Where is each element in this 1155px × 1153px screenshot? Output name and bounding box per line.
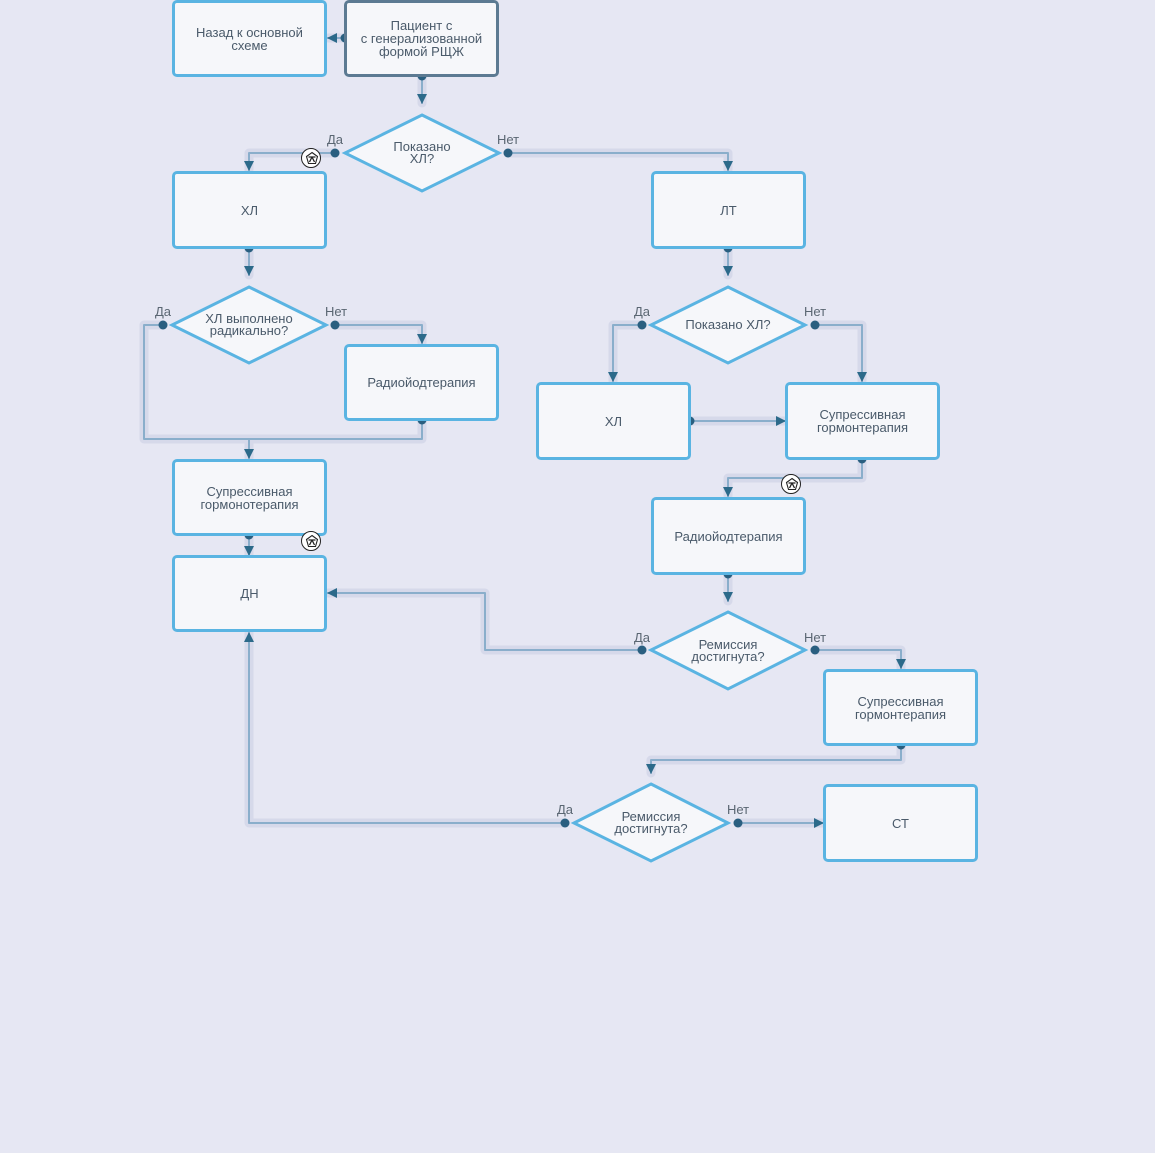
pentagon-person-icon bbox=[301, 148, 321, 168]
decision-diamond-d5[interactable] bbox=[570, 782, 732, 863]
st-node[interactable]: СТ bbox=[823, 784, 978, 862]
radioiodine-left-node[interactable]: Радиойодтерапия bbox=[344, 344, 499, 421]
node-label: Супрессивная гормонтерапия bbox=[816, 407, 909, 435]
link-d2-no bbox=[334, 324, 427, 344]
node-label: Супрессивная гормонтерапия bbox=[854, 693, 947, 722]
edge-label-d2-yes: Да bbox=[155, 304, 172, 319]
xl-left-node[interactable]: ХЛ bbox=[172, 171, 327, 249]
decision-diamond-d3[interactable] bbox=[647, 285, 809, 365]
node-label: ДН bbox=[240, 586, 259, 601]
link-d4-yes bbox=[327, 588, 643, 651]
link-d3-no bbox=[814, 324, 867, 382]
decision-diamond-d1[interactable] bbox=[341, 113, 503, 193]
patient-start-node[interactable]: Пациент с с генерализованной формой РЩЖ bbox=[344, 0, 499, 77]
decision-diamond-d4[interactable] bbox=[647, 610, 809, 691]
suppressive-hormone-right-node[interactable]: Супрессивная гормонтерапия bbox=[785, 382, 940, 460]
edge-label-d5-yes: Да bbox=[557, 802, 574, 817]
link-supp2-d5 bbox=[646, 744, 902, 774]
edge-label-d3-no: Нет bbox=[804, 304, 827, 319]
node-label: ХЛ bbox=[240, 202, 259, 218]
back-to-main-scheme-node[interactable]: Назад к основной схеме bbox=[172, 0, 327, 77]
edge-label-d4-no: Нет bbox=[804, 630, 827, 645]
node-label: Пациент с с генерализованной формой РЩЖ bbox=[360, 18, 483, 59]
edge-label-d1-no: Нет bbox=[497, 132, 520, 147]
decision-diamond-d2[interactable] bbox=[168, 285, 330, 365]
edge-label-d2-no: Нет bbox=[325, 304, 348, 319]
link-d1-no bbox=[507, 152, 733, 171]
node-label: ЛТ bbox=[720, 202, 737, 218]
xl-right-node[interactable]: ХЛ bbox=[536, 382, 691, 460]
edge-label-d4-yes: Да bbox=[634, 630, 651, 645]
link-d2-yes bbox=[143, 324, 254, 459]
link-radio-merge bbox=[248, 419, 423, 440]
node-label: Радиойодтерапия bbox=[367, 375, 476, 390]
edge-label-d3-yes: Да bbox=[634, 304, 651, 319]
node-label: Назад к основной схеме bbox=[196, 24, 303, 53]
node-label: СТ bbox=[892, 815, 909, 831]
pentagon-person-icon bbox=[781, 474, 801, 494]
edge-label-d5-no: Нет bbox=[727, 802, 750, 817]
lt-node[interactable]: ЛТ bbox=[651, 171, 806, 249]
link-d3-yes bbox=[608, 324, 643, 382]
suppressive-hormone-left-node[interactable]: Супрессивная гормонотерапия bbox=[172, 459, 327, 536]
edge-label-d1-yes: Да bbox=[327, 132, 344, 147]
link-d4-no bbox=[814, 649, 906, 669]
dn-node[interactable]: ДН bbox=[172, 555, 327, 632]
node-label: Радиойодтерапия bbox=[674, 528, 783, 544]
radioiodine-right-node[interactable]: Радиойодтерапия bbox=[651, 497, 806, 575]
link-d5-yes bbox=[244, 632, 566, 824]
node-label: Супрессивная гормонотерапия bbox=[200, 483, 299, 512]
pentagon-person-icon bbox=[301, 531, 321, 551]
node-label: ХЛ bbox=[604, 413, 623, 429]
suppressive-hormone-right2-node[interactable]: Супрессивная гормонтерапия bbox=[823, 669, 978, 746]
